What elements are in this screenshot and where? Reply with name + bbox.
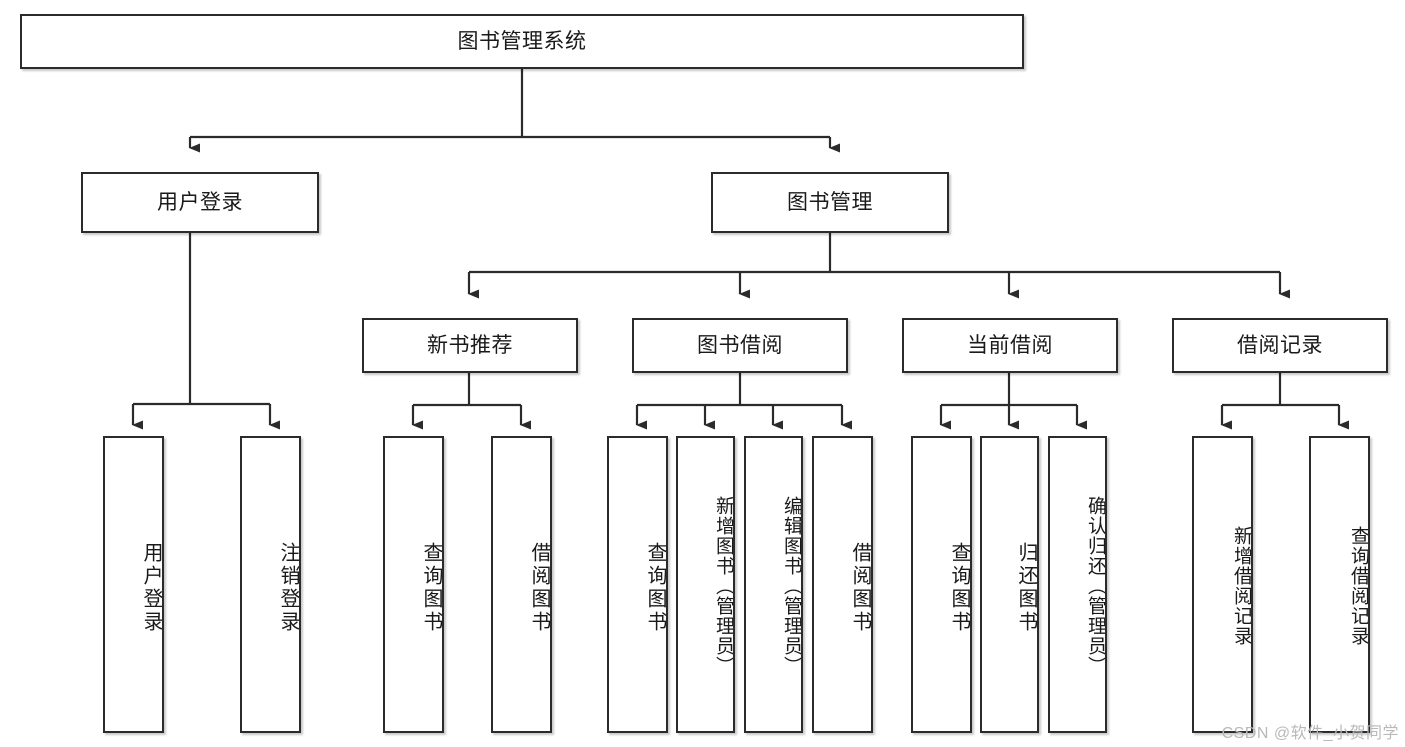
node-label: 编辑图书（管理员） (781, 496, 802, 676)
node-leaf-borrow-book-recommend[interactable]: 借阅图书 (491, 436, 552, 733)
node-label: 用户登录 (157, 190, 243, 214)
node-root-book-management-system[interactable]: 图书管理系统 (20, 14, 1024, 69)
node-label: 当前借阅 (967, 333, 1053, 357)
node-label: 图书管理 (787, 190, 873, 214)
node-label: 新增图书（管理员） (713, 496, 734, 676)
node-label: 查询图书 (420, 541, 442, 634)
node-label: 图书管理系统 (457, 29, 587, 53)
node-leaf-add-book-admin[interactable]: 新增图书（管理员） (676, 436, 735, 733)
node-leaf-query-book-borrow[interactable]: 查询图书 (607, 436, 668, 733)
node-label: 借阅记录 (1237, 333, 1323, 357)
node-label: 借阅图书 (528, 541, 550, 634)
node-label: 查询借阅记录 (1348, 526, 1369, 646)
node-leaf-user-login[interactable]: 用户登录 (103, 436, 164, 733)
node-label: 确认归还（管理员） (1085, 496, 1106, 676)
csdn-watermark: CSDN @软件_小贺同学 (1221, 725, 1399, 742)
node-label: 查询图书 (948, 541, 970, 634)
node-user-login[interactable]: 用户登录 (81, 172, 319, 233)
node-label: 新增借阅记录 (1231, 526, 1252, 646)
node-leaf-return-book[interactable]: 归还图书 (980, 436, 1039, 733)
node-label: 注销登录 (277, 541, 299, 634)
node-leaf-borrow-book-borrow[interactable]: 借阅图书 (812, 436, 873, 733)
node-label: 图书借阅 (697, 333, 783, 357)
node-leaf-query-borrow-record[interactable]: 查询借阅记录 (1309, 436, 1370, 733)
node-leaf-logout-login[interactable]: 注销登录 (240, 436, 301, 733)
node-leaf-confirm-return-admin[interactable]: 确认归还（管理员） (1048, 436, 1107, 733)
node-leaf-edit-book-admin[interactable]: 编辑图书（管理员） (744, 436, 803, 733)
node-leaf-query-book-recommend[interactable]: 查询图书 (383, 436, 444, 733)
node-new-book-recommend[interactable]: 新书推荐 (362, 318, 578, 373)
node-current-borrow[interactable]: 当前借阅 (902, 318, 1118, 373)
node-leaf-add-borrow-record[interactable]: 新增借阅记录 (1192, 436, 1253, 733)
node-label: 借阅图书 (849, 541, 871, 634)
node-book-management[interactable]: 图书管理 (711, 172, 949, 233)
node-label: 新书推荐 (427, 333, 513, 357)
node-leaf-query-book-current[interactable]: 查询图书 (911, 436, 972, 733)
node-borrow-record[interactable]: 借阅记录 (1172, 318, 1388, 373)
node-book-borrow[interactable]: 图书借阅 (632, 318, 848, 373)
node-label: 用户登录 (140, 541, 162, 634)
node-label: 归还图书 (1015, 541, 1037, 634)
node-label: 查询图书 (644, 541, 666, 634)
